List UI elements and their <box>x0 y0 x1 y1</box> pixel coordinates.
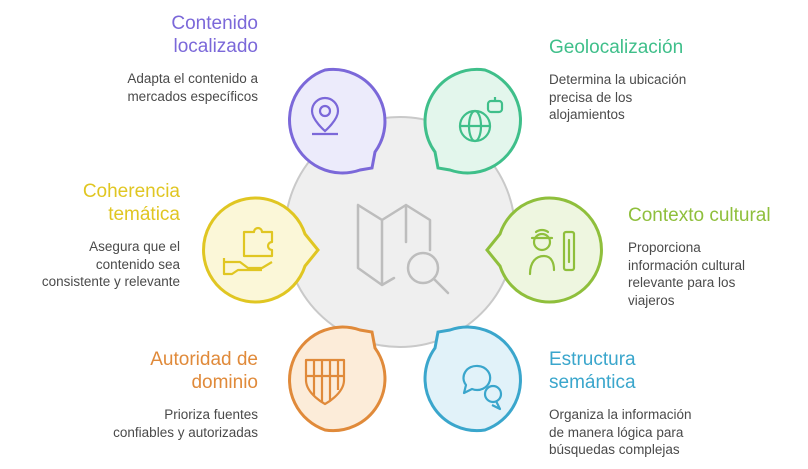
node-coherencia-tematica <box>202 196 320 304</box>
explorer-scroll-icon <box>528 228 576 276</box>
location-pin-icon <box>310 96 340 136</box>
node-contexto-cultural <box>485 196 603 304</box>
item-geolocalizacion: Geolocalización Determina la ubicación p… <box>549 36 686 124</box>
map-search-icon <box>356 203 450 295</box>
item-description: Prioriza fuentes confiables y autorizada… <box>113 407 258 440</box>
node-autoridad-dominio <box>288 325 387 433</box>
item-description: Proporciona información cultural relevan… <box>628 240 746 308</box>
item-estructura-semantica: Estructura semántica Organiza la informa… <box>549 348 692 459</box>
item-contexto-cultural: Contexto cultural Proporciona informació… <box>628 204 771 309</box>
item-title: Contexto cultural <box>628 205 771 226</box>
node-contenido-localizado <box>288 67 387 175</box>
item-description: Determina la ubicación precisa de los al… <box>549 72 687 122</box>
node-estructura-semantica <box>423 325 522 433</box>
item-title: Autoridad de dominio <box>150 349 258 393</box>
item-autoridad-dominio: Autoridad de dominio Prioriza fuentes co… <box>113 348 258 441</box>
item-description: Asegura que el contenido sea consistente… <box>41 239 180 289</box>
item-title: Geolocalización <box>549 37 684 58</box>
chat-bubbles-icon <box>462 364 503 411</box>
item-title: Contenido localizado <box>171 13 258 57</box>
item-coherencia-tematica: Coherencia temática Asegura que el conte… <box>42 180 180 291</box>
item-contenido-localizado: Contenido localizado Adapta el contenido… <box>127 12 258 105</box>
item-description: Organiza la información de manera lógica… <box>549 407 692 457</box>
item-description: Adapta el contenido a mercados específic… <box>127 71 258 104</box>
item-title: Coherencia temática <box>82 181 180 225</box>
item-title: Estructura semántica <box>549 349 636 393</box>
node-geolocalizacion <box>423 67 522 175</box>
shield-icon <box>304 358 346 406</box>
globe-robot-icon <box>458 97 504 143</box>
puzzle-hand-icon <box>222 226 274 276</box>
